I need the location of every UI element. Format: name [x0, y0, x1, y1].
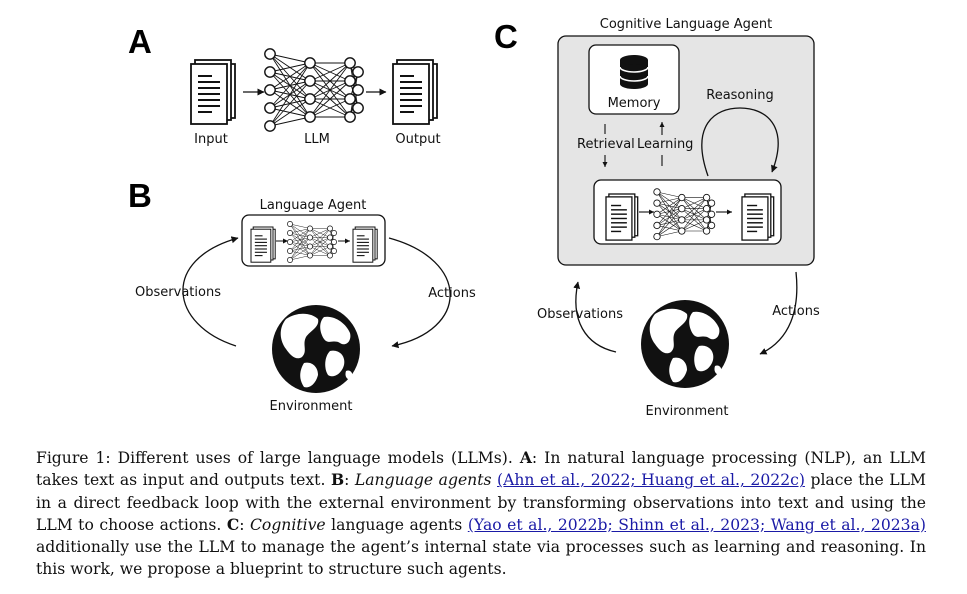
reasoning-loop-arrow [701, 107, 779, 177]
agent-llm-network-icon [287, 221, 337, 263]
panel-c-letter: C [494, 18, 518, 55]
memory-label: Memory [608, 96, 661, 111]
cognitive-output-document-icon [741, 193, 775, 241]
caption-b-sep: : [344, 471, 355, 490]
actions-arrow-b [388, 237, 451, 349]
learning-label: Learning [637, 137, 693, 152]
cognitive-llm-network-icon [653, 188, 716, 241]
agent-output-document-icon [352, 226, 378, 263]
language-agent-title: Language Agent [260, 198, 367, 213]
environment-globe-icon-c [641, 300, 729, 388]
observations-label-b: Observations [135, 285, 221, 300]
caption-lead: Figure 1: Different uses of large langua… [36, 449, 520, 467]
figure-diagram: A Input LLM Output B Language Agent Obse… [128, 17, 820, 419]
caption-b-text: place the LLM in a direct feedback loop … [36, 471, 926, 534]
caption-a-text: : In natural language processing (NLP), … [36, 449, 926, 490]
observations-arrow-b [182, 236, 239, 347]
output-label: Output [395, 132, 440, 147]
environment-label-b: Environment [269, 399, 352, 414]
figure-caption: Figure 1: Different uses of large langua… [36, 447, 926, 581]
input-document-icon [190, 59, 236, 125]
observations-label-c: Observations [537, 307, 623, 322]
llm-network-icon [264, 48, 364, 132]
retrieval-label: Retrieval [577, 137, 635, 152]
caption-a-key: A [519, 448, 532, 467]
caption-b-key: B [330, 470, 345, 490]
actions-arrow-c [759, 271, 798, 355]
panel-b-letter: B [128, 177, 152, 214]
caption-c-term: Cognitive [250, 515, 326, 534]
caption-c-key: C [226, 514, 240, 534]
observations-arrow-c [573, 281, 617, 353]
cognitive-llm-box [593, 179, 782, 245]
caption-c-text1: language agents [325, 515, 468, 534]
environment-globe-icon-b [272, 305, 360, 393]
environment-label-c: Environment [645, 404, 728, 419]
actions-label-c: Actions [772, 304, 820, 319]
panel-a-letter: A [128, 23, 152, 60]
llm-label: LLM [304, 132, 330, 147]
input-label: Input [194, 132, 228, 147]
reasoning-label: Reasoning [706, 88, 773, 103]
actions-label-b: Actions [428, 286, 476, 301]
cognitive-input-document-icon [605, 193, 639, 241]
caption-b-term: Language agents [354, 471, 492, 490]
citation-link-b[interactable]: (Ahn et al., 2022; Huang et al., 2022c) [497, 471, 805, 490]
agent-input-document-icon [250, 226, 276, 263]
caption-c-sep: : [239, 515, 250, 534]
cognitive-agent-title: Cognitive Language Agent [600, 17, 772, 32]
caption-c-text2: additionally use the LLM to manage the a… [36, 538, 926, 579]
citation-link-c[interactable]: (Yao et al., 2022b; Shinn et al., 2023; … [467, 515, 926, 534]
output-document-icon [392, 59, 438, 125]
database-icon [619, 55, 649, 89]
